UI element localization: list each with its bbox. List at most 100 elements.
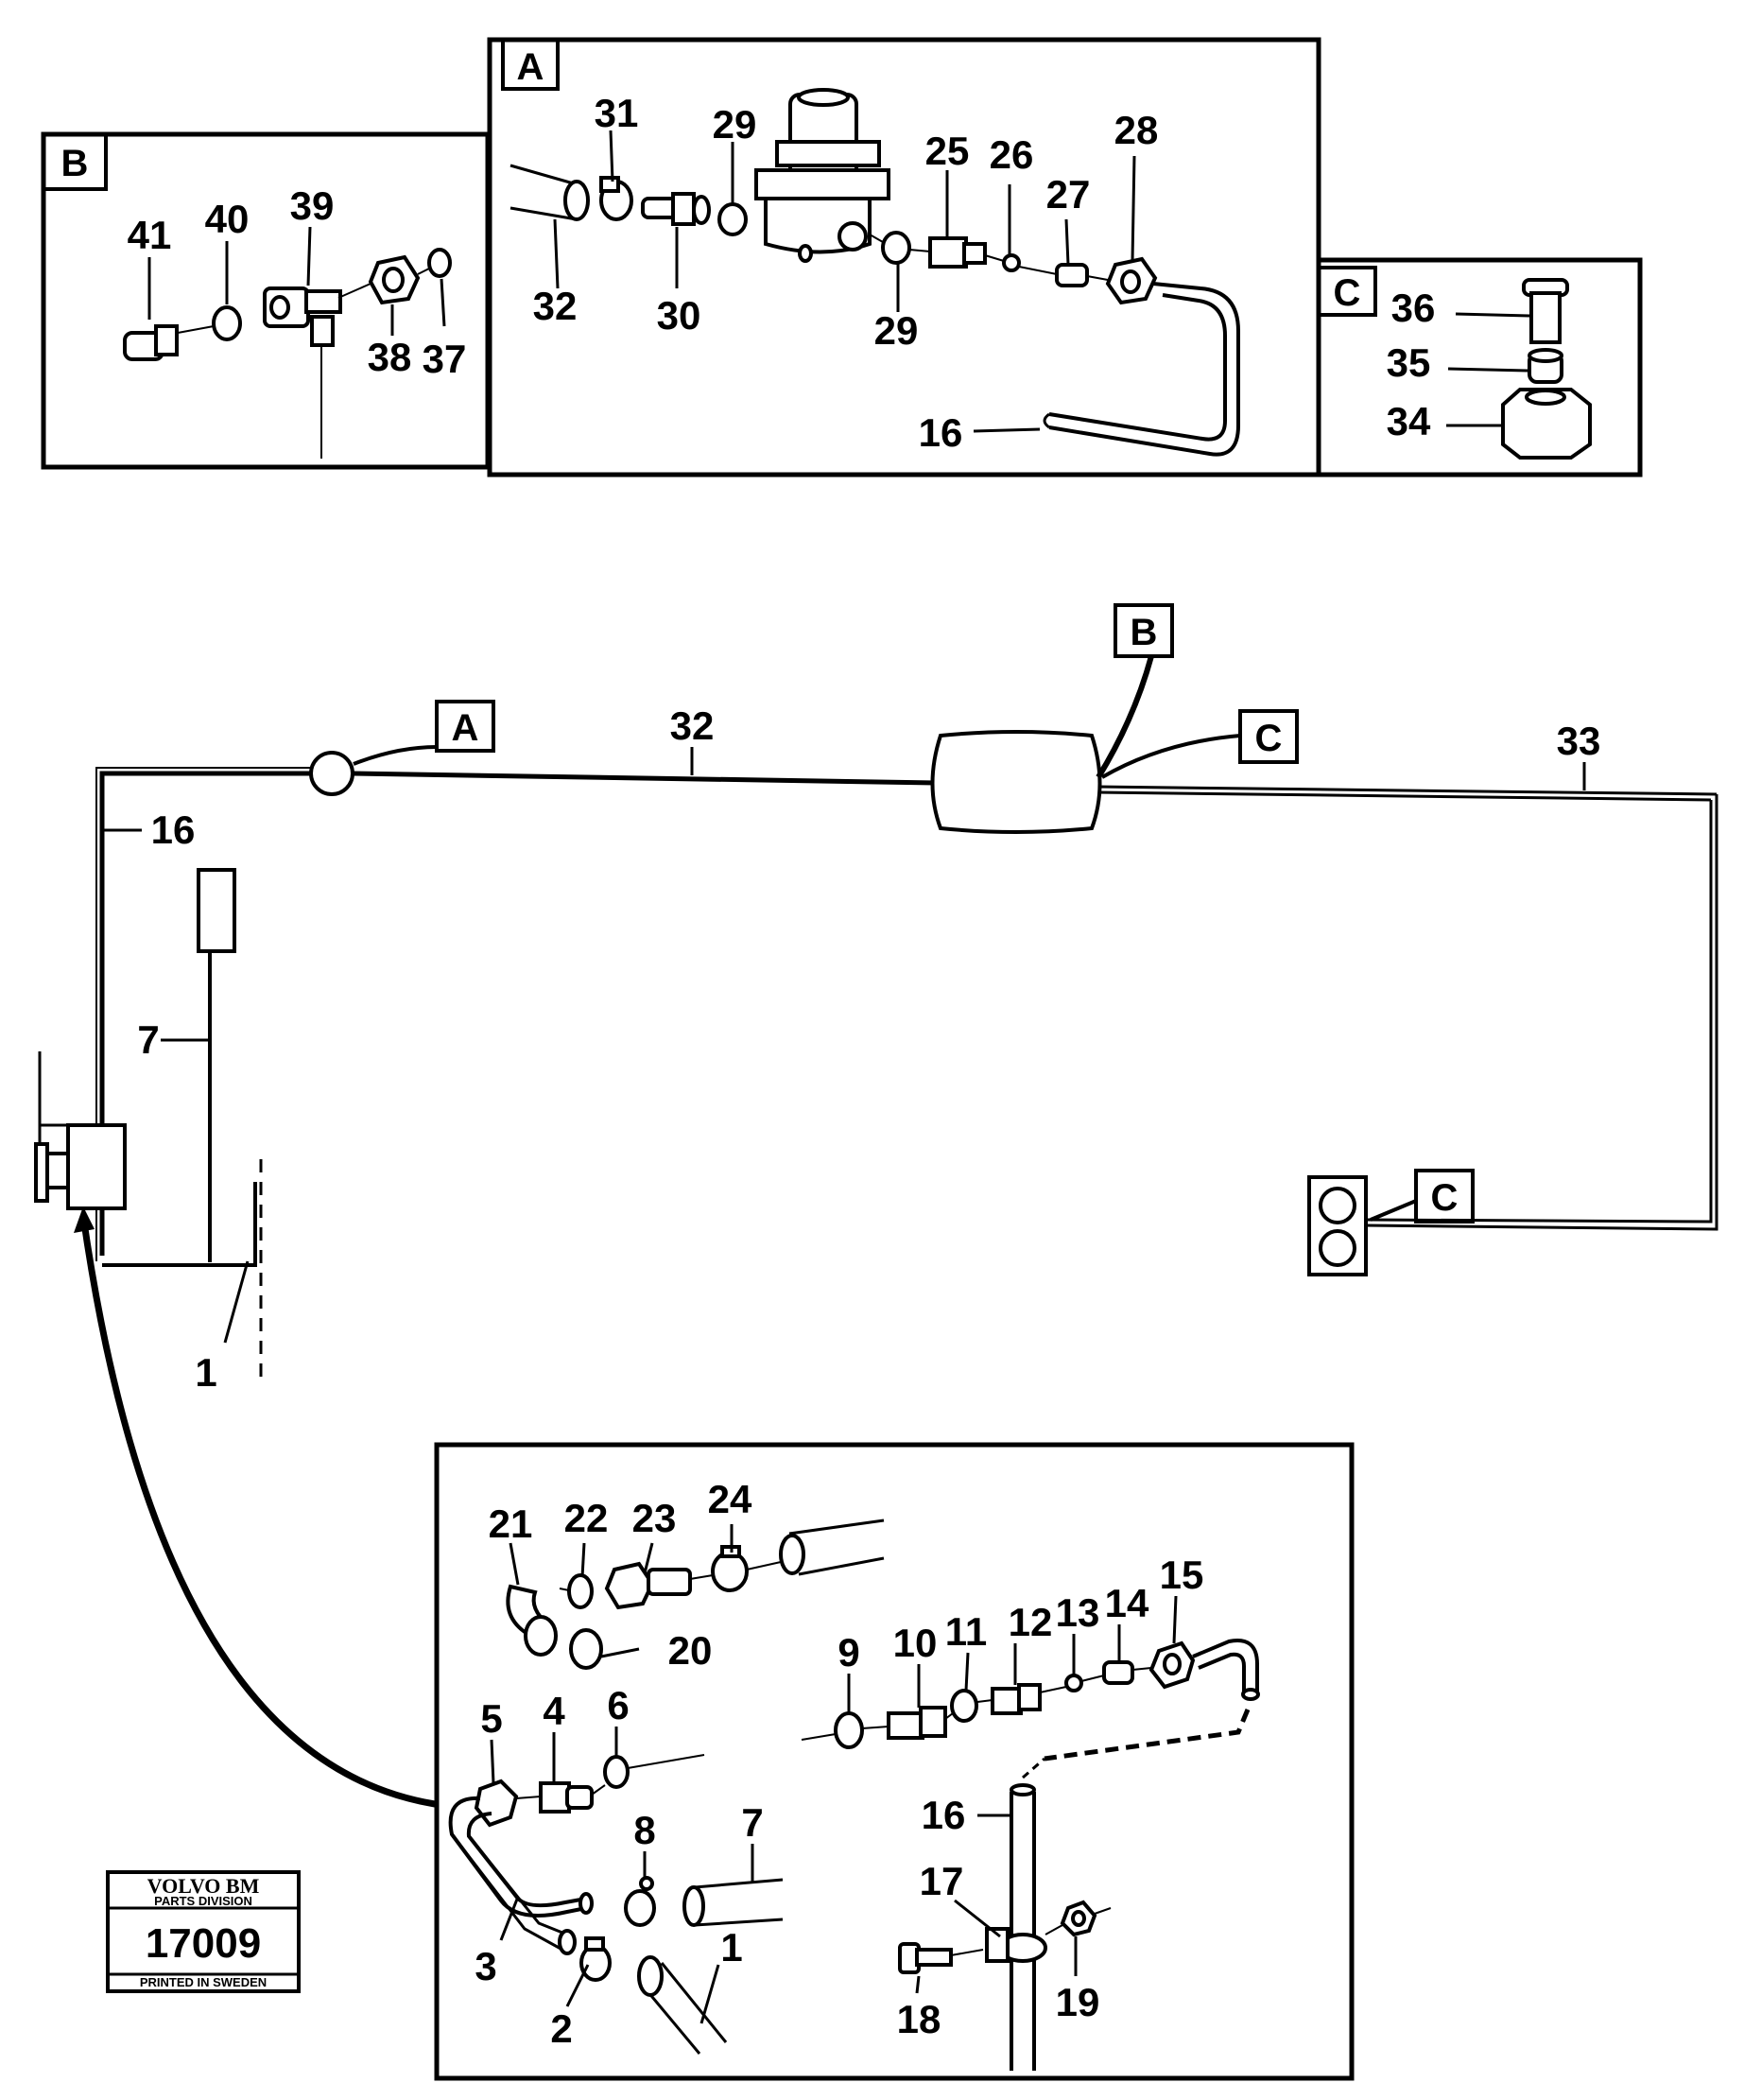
part-5-union xyxy=(474,1779,519,1828)
detail-box-bottom: 21 22 23 24 20 5 4 6 9 10 11 12 13 14 15… xyxy=(434,1442,1355,2081)
label-32-detail: 32 xyxy=(533,284,578,328)
label-8: 8 xyxy=(633,1808,655,1852)
stamp-division: PARTS DIVISION xyxy=(154,1894,252,1908)
part-14-sleeve xyxy=(1102,1660,1134,1685)
part-40-washer xyxy=(212,305,242,341)
label-29-upper: 29 xyxy=(713,102,757,147)
hose-1 xyxy=(637,1955,728,2055)
part-36-pin xyxy=(1522,278,1569,344)
label-17: 17 xyxy=(920,1859,964,1903)
part-6-washer xyxy=(603,1755,630,1789)
hose-7 xyxy=(682,1878,784,1927)
label-5: 5 xyxy=(480,1696,502,1741)
part-39-tee xyxy=(263,286,342,347)
part-4-nipple xyxy=(539,1781,594,1814)
label-16-detail-a: 16 xyxy=(919,410,963,455)
part-25-nipple xyxy=(928,236,987,269)
label-37: 37 xyxy=(423,337,467,381)
part-28-nut xyxy=(1105,256,1158,305)
callout-a: A xyxy=(353,700,495,766)
detail-tag-a: A xyxy=(517,46,544,88)
part-11-washer xyxy=(950,1689,978,1723)
part-29-washer-upper xyxy=(717,202,748,236)
label-27: 27 xyxy=(1046,172,1091,217)
label-15: 15 xyxy=(1160,1553,1204,1597)
label-22: 22 xyxy=(564,1496,609,1540)
part-34-nut xyxy=(1501,388,1592,460)
label-34: 34 xyxy=(1387,399,1431,443)
detail-box-a: A xyxy=(487,37,1321,477)
main-schematic: A B C C 32 33 16 7 1 xyxy=(34,603,1718,1808)
part-15-nut xyxy=(1148,1640,1196,1690)
part-12-nipple xyxy=(991,1683,1042,1715)
label-14: 14 xyxy=(1105,1581,1149,1625)
part-26-ring xyxy=(1002,253,1021,272)
compressor-unit xyxy=(34,1051,127,1210)
label-38: 38 xyxy=(368,335,412,379)
label-1-main: 1 xyxy=(195,1350,216,1395)
part-32-hose xyxy=(563,180,590,221)
part-20-washer xyxy=(569,1628,603,1670)
part-35-sleeve xyxy=(1528,348,1563,384)
label-16-detail-bottom: 16 xyxy=(922,1793,966,1837)
callout-b: B xyxy=(1096,603,1174,779)
label-23: 23 xyxy=(632,1496,677,1540)
label-40: 40 xyxy=(205,197,250,241)
callout-c-tank: C xyxy=(1100,709,1299,779)
part-13-ring xyxy=(1064,1674,1083,1692)
label-35: 35 xyxy=(1387,340,1431,385)
part-37-washer xyxy=(427,248,452,278)
part-19-nut xyxy=(1060,1900,1097,1937)
detail-box-c: C 36 35 34 xyxy=(1316,257,1643,477)
label-13: 13 xyxy=(1056,1590,1100,1635)
part-2-clamp xyxy=(579,1936,612,1982)
label-16-main: 16 xyxy=(151,807,196,852)
part-30-nipple xyxy=(641,192,711,226)
part-8-clamp xyxy=(624,1876,656,1927)
sensor-7 xyxy=(197,868,236,953)
valve-body xyxy=(754,88,890,263)
label-11: 11 xyxy=(945,1609,987,1654)
hose-upper xyxy=(779,1519,885,1576)
label-29-lower: 29 xyxy=(874,308,919,353)
stamp-footer: PRINTED IN SWEDEN xyxy=(140,1975,267,1989)
double-gauge xyxy=(1307,1175,1368,1276)
part-18-bolt xyxy=(898,1942,953,1974)
stamp-brand: VOLVO BM xyxy=(147,1874,260,1898)
label-21: 21 xyxy=(489,1501,533,1546)
callout-c-gauge: C xyxy=(1370,1169,1475,1224)
part-41-plug xyxy=(123,324,179,361)
label-32-main: 32 xyxy=(670,703,715,748)
part-29-washer-lower xyxy=(881,231,911,265)
label-39: 39 xyxy=(290,183,335,228)
label-7-detail: 7 xyxy=(741,1800,763,1845)
label-12: 12 xyxy=(1009,1600,1053,1644)
label-36: 36 xyxy=(1391,286,1436,330)
callout-tag-a: A xyxy=(452,707,479,749)
volvo-bm-stamp: VOLVO BM PARTS DIVISION 17009 PRINTED IN… xyxy=(106,1870,301,1993)
valve-circle xyxy=(309,751,354,796)
part-17-clamp xyxy=(985,1927,1047,1963)
part-31-clamp xyxy=(599,176,633,221)
label-30: 30 xyxy=(657,293,701,338)
label-31: 31 xyxy=(595,91,639,135)
detail-box-b: B 41 40 39 38 37 xyxy=(41,131,491,470)
label-18: 18 xyxy=(897,1997,941,2041)
label-28: 28 xyxy=(1114,108,1159,152)
part-23-banjo-bolt xyxy=(604,1561,692,1610)
label-33: 33 xyxy=(1557,719,1601,763)
detail-tag-b: B xyxy=(61,143,89,184)
label-41: 41 xyxy=(128,213,172,257)
part-38-nut xyxy=(368,254,421,305)
part-10-nipple xyxy=(887,1706,947,1740)
callout-tag-b: B xyxy=(1131,612,1158,653)
detail-tag-c: C xyxy=(1334,272,1361,314)
label-25: 25 xyxy=(925,129,970,173)
label-26: 26 xyxy=(990,132,1034,177)
label-7-main: 7 xyxy=(137,1017,159,1062)
label-6: 6 xyxy=(607,1683,629,1727)
label-1-detail: 1 xyxy=(720,1925,742,1970)
part-22-washer xyxy=(567,1573,594,1609)
callout-tag-c2: C xyxy=(1431,1177,1459,1219)
